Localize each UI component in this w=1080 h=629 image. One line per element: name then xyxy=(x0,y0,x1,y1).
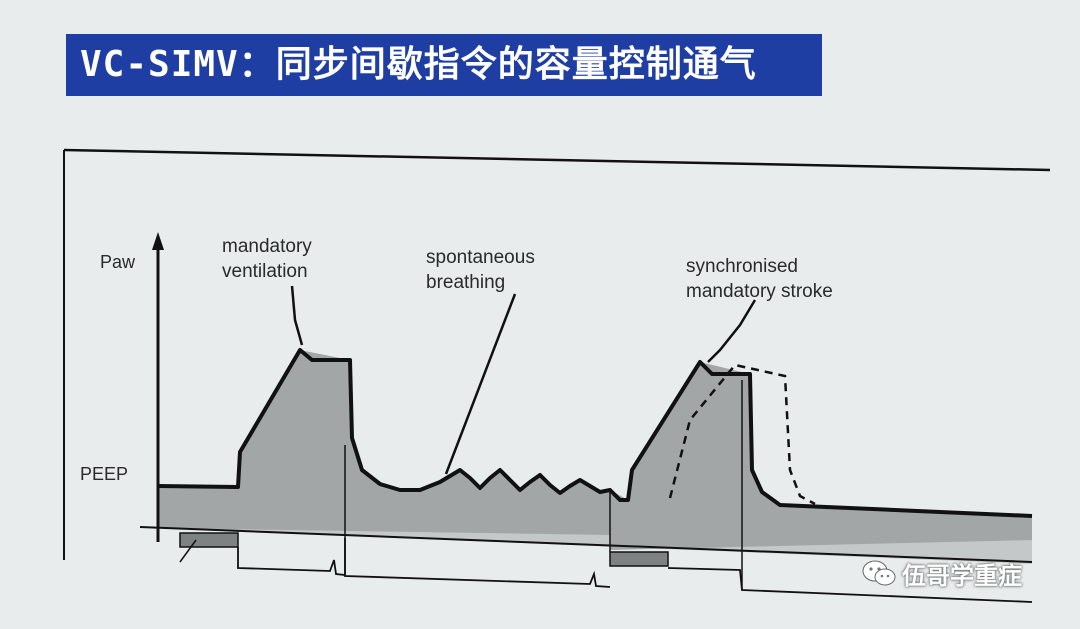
trigger-window-2 xyxy=(609,551,669,567)
spontaneous-label-line2: breathing xyxy=(426,272,505,293)
spontaneous-leader-line xyxy=(444,293,517,475)
mandatory-leader-line xyxy=(290,285,304,346)
pressure-waveform xyxy=(157,348,1033,518)
watermark: 伍哥学重症 xyxy=(862,556,1022,591)
trigger-pointer xyxy=(179,539,197,563)
synchronised-label-line2: mandatory stroke xyxy=(686,281,833,302)
paw-label: Paw xyxy=(100,252,136,272)
trigger-window-1 xyxy=(179,532,239,548)
x-axis xyxy=(139,526,1033,563)
synchronised-leader-line xyxy=(707,299,757,363)
wechat-icon xyxy=(862,560,896,588)
dashed-waveform xyxy=(668,363,816,506)
timing-signal-2 xyxy=(667,567,1033,603)
peep-label: PEEP xyxy=(80,464,128,484)
mandatory-label-line2: ventilation xyxy=(222,261,308,282)
mandatory-label-line1: mandatory xyxy=(222,236,312,257)
timing-signal-1 xyxy=(237,538,611,588)
y-axis-arrow xyxy=(152,232,164,250)
synchronised-stroke-area xyxy=(610,362,1032,550)
spontaneous-label-line1: spontaneous xyxy=(426,247,535,268)
page-title: VC-SIMV：同步间歇指令的容量控制通气 xyxy=(66,34,822,96)
watermark-text: 伍哥学重症 xyxy=(902,562,1022,590)
mandatory-ventilation-area xyxy=(158,350,610,535)
frame-top-border xyxy=(63,148,1051,172)
synchronised-label-line1: synchronised xyxy=(686,256,798,277)
